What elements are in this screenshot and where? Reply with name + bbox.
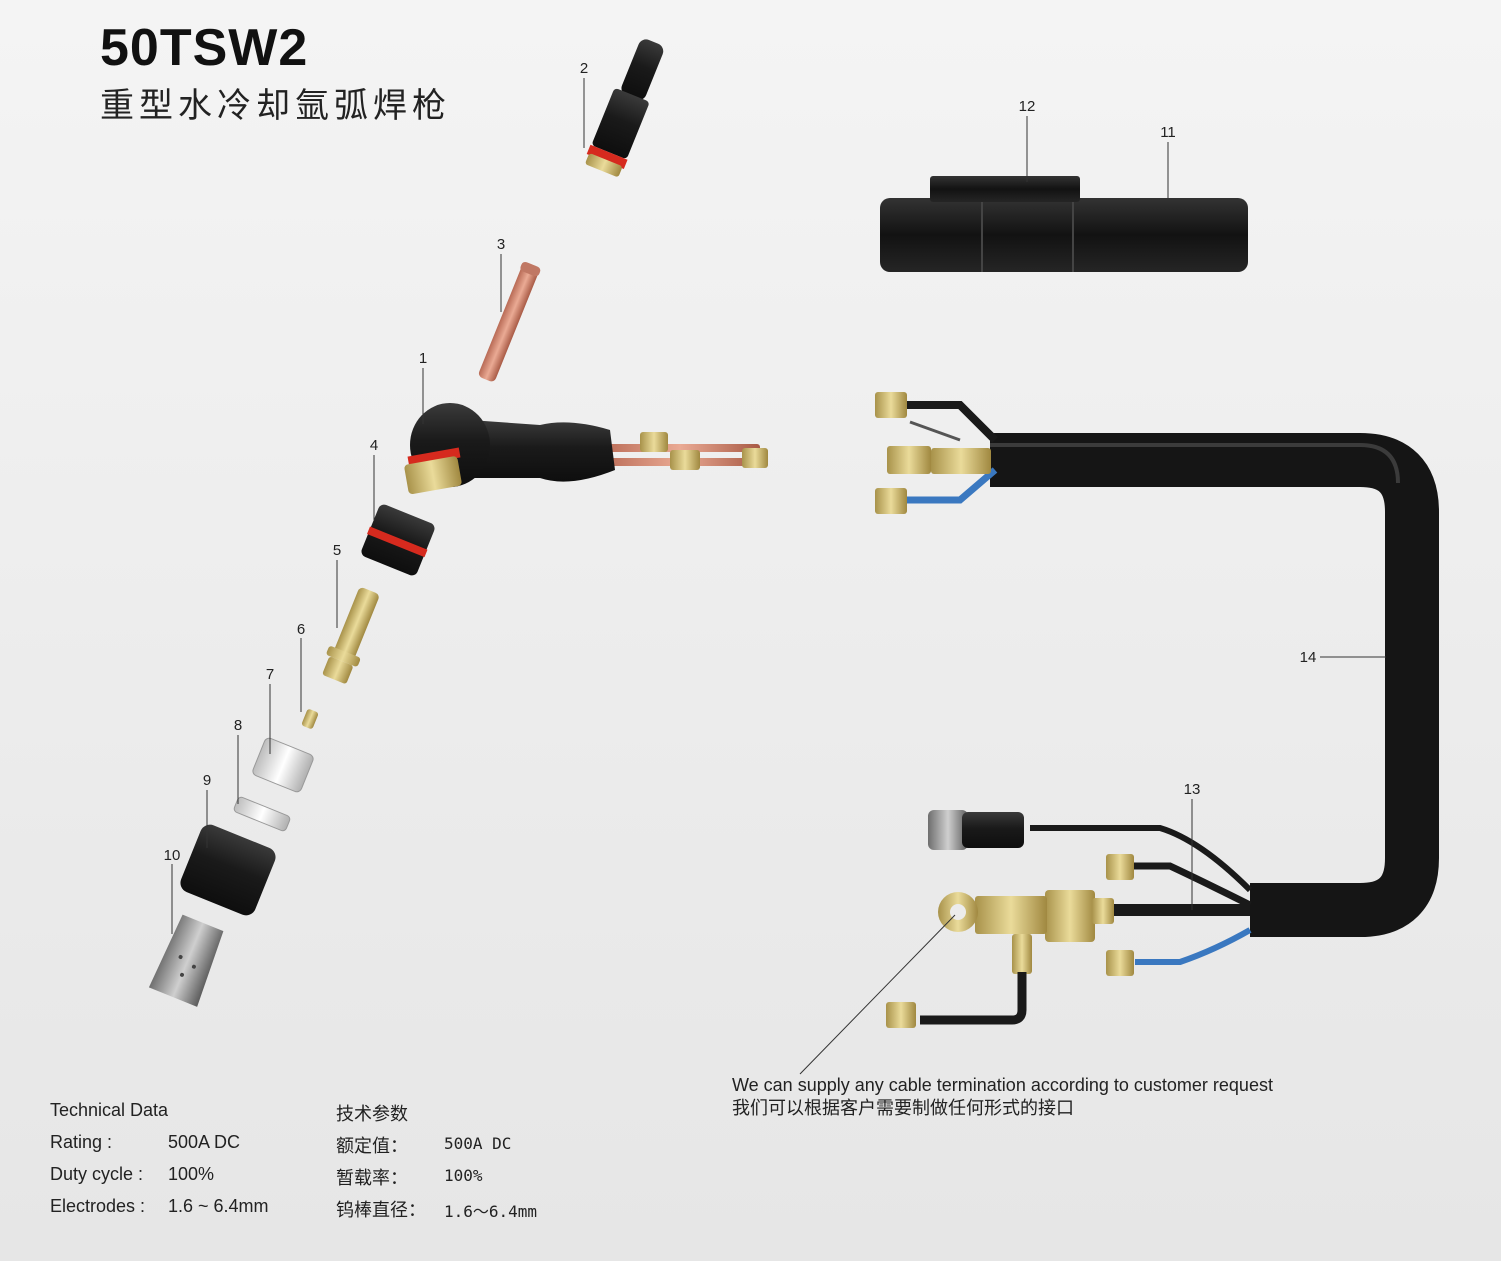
spec-electrodes-value-zh: 1.6～6.4mm — [444, 1202, 538, 1221]
spec-duty-value-zh: 100% — [444, 1166, 483, 1185]
spec-duty-label-en: Duty cycle : — [50, 1164, 144, 1184]
spec-rating-label-zh: 额定值： — [336, 1136, 408, 1157]
torch-head — [404, 403, 768, 495]
cable-assembly — [875, 392, 1439, 1028]
termination-note: We can supply any cable termination acco… — [732, 1073, 1273, 1121]
small-nut — [301, 709, 319, 729]
part-label-8: 8 — [234, 717, 242, 734]
insulator — [361, 504, 435, 576]
note-chinese: 我们可以根据客户需要制做任何形式的接口 — [732, 1098, 1074, 1119]
part-label-5: 5 — [333, 542, 341, 559]
leader-lines — [171, 78, 1386, 1075]
page-subtitle: 重型水冷却氩弧焊枪 — [100, 86, 451, 126]
spec-electrodes-label-en: Electrodes : — [50, 1196, 146, 1216]
washer — [233, 796, 291, 832]
spec-rating-label-en: Rating : — [50, 1132, 113, 1152]
spec-rating-value-en: 500A DC — [168, 1132, 241, 1152]
spec-rating-value-zh: 500A DC — [444, 1134, 512, 1153]
part-label-2: 2 — [580, 60, 588, 77]
spec-electrodes-value-en: 1.6 ~ 6.4mm — [168, 1196, 269, 1216]
spec-heading-en: Technical Data — [50, 1100, 169, 1120]
collet-body — [322, 587, 379, 684]
spec-duty-value-en: 100% — [168, 1164, 215, 1184]
gas-cup — [180, 824, 276, 916]
part-label-6: 6 — [297, 621, 305, 638]
handle — [880, 176, 1248, 272]
part-label-12: 12 — [1019, 98, 1036, 115]
white-ring — [252, 737, 314, 793]
note-english: We can supply any cable termination acco… — [732, 1075, 1273, 1095]
part-label-9: 9 — [203, 772, 211, 789]
part-label-4: 4 — [370, 437, 378, 454]
spec-duty-label-zh: 暂载率： — [336, 1168, 408, 1189]
spec-heading-zh: 技术参数 — [336, 1104, 408, 1125]
part-label-7: 7 — [266, 666, 274, 683]
page-title: 50TSW2 — [100, 19, 309, 77]
collet — [478, 261, 541, 382]
part-label-13: 13 — [1184, 781, 1201, 798]
part-label-11: 11 — [1160, 124, 1176, 141]
nozzle — [148, 914, 224, 1007]
part-label-1: 1 — [419, 350, 427, 367]
part-label-3: 3 — [497, 236, 505, 253]
spec-electrodes-label-zh: 钨棒直径： — [336, 1200, 426, 1221]
back-cap — [585, 39, 664, 177]
part-label-14: 14 — [1300, 649, 1317, 666]
part-label-10: 10 — [164, 847, 181, 864]
